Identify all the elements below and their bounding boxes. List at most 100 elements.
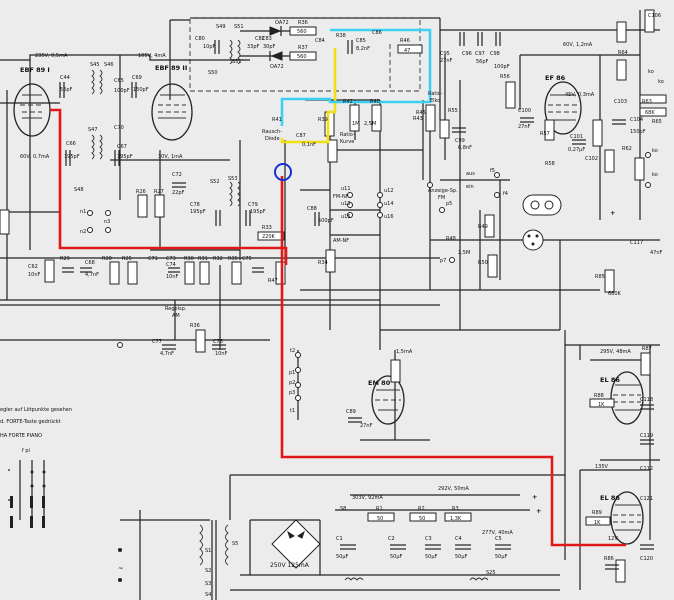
- label-c89: C89: [346, 409, 356, 415]
- tube-el86-1: [610, 371, 644, 425]
- label-c76v: 10nF: [215, 351, 228, 357]
- label-s1: S1: [205, 548, 211, 554]
- label-ratio2: Elko: [430, 98, 440, 104]
- label-r86: R86: [604, 556, 614, 562]
- label-c97: C97: [475, 51, 485, 57]
- label-r37v: 560: [297, 54, 307, 60]
- label-c44v: 56pF: [60, 87, 73, 93]
- label-ko3: ko: [648, 69, 654, 75]
- label-ac: ~: [118, 564, 123, 572]
- label-anz1: Anzeige-Sp.: [428, 188, 458, 194]
- label-c103: C103: [614, 99, 627, 105]
- label-s3: S3: [205, 581, 211, 587]
- label-r33: R33: [262, 225, 272, 231]
- label-ratio4: Kurve: [340, 139, 354, 145]
- inductors: [91, 39, 489, 581]
- label-c98b: 100pF: [494, 64, 510, 70]
- label-c99: C99: [455, 138, 465, 144]
- label-s46: S46: [104, 62, 114, 68]
- label-s4: S4: [205, 592, 211, 598]
- tube-label-v4: EM 80: [368, 379, 391, 387]
- label-r36v: 560: [297, 29, 307, 35]
- label-r3v: 1,3K: [450, 516, 462, 522]
- label-fm-nf: FM-NF: [333, 194, 349, 200]
- label-c96: C96: [462, 51, 472, 57]
- label-r40v: 2,5M: [364, 121, 376, 127]
- label-r38: R38: [336, 33, 346, 39]
- label-ko1: ko: [652, 148, 658, 154]
- tube-ebf89-1: [13, 83, 51, 137]
- tube-label-v5: EL 86: [600, 376, 620, 384]
- label-r46: R46: [400, 38, 410, 44]
- tube-label-v6: EL 86: [600, 494, 620, 502]
- label-r25: R25: [122, 256, 132, 262]
- label-c5: C5: [495, 536, 502, 542]
- label-r88v: 1K: [598, 402, 605, 408]
- label-c62v: 10nF: [28, 272, 41, 278]
- resistors: [0, 9, 655, 583]
- label-r48v: 2,5M: [458, 250, 470, 256]
- label-plus2: +: [536, 507, 541, 515]
- supply-v1: 235V, 9,5mA: [35, 53, 68, 59]
- label-c79: C79: [248, 202, 258, 208]
- tube-ebf89-2: [151, 83, 193, 141]
- label-c121: C121: [640, 496, 653, 502]
- label-r40: R40: [370, 99, 380, 105]
- label-c87: C87: [296, 133, 306, 139]
- label-c68v: 4,7nF: [85, 272, 99, 278]
- label-u12: u12: [384, 188, 394, 194]
- label-c78: C78: [190, 202, 200, 208]
- label-r49: R49: [478, 224, 488, 230]
- label-c78v: 195pF: [190, 209, 206, 215]
- label-r32: R32: [213, 256, 223, 262]
- tube-label-v2: EBF 89 II: [155, 64, 187, 72]
- label-c101: C101: [570, 134, 583, 140]
- label-c44: C44: [60, 75, 70, 81]
- label-u16: u16: [384, 214, 394, 220]
- label-c1: C1: [336, 536, 343, 542]
- supply-v3b: 45V, 0,3mA: [565, 92, 595, 98]
- label-c95: C95: [440, 51, 450, 57]
- diodes: [240, 26, 321, 569]
- supply-ps2: 292V, 50mA: [438, 486, 469, 492]
- supply-el2: 135V: [595, 464, 609, 470]
- label-c75: C75: [242, 256, 252, 262]
- label-ko4: ko: [658, 79, 664, 85]
- label-r50: R50: [478, 260, 488, 266]
- label-s5: S5: [232, 541, 238, 547]
- label-c100: C100: [518, 108, 531, 114]
- label-p5: p5: [446, 201, 452, 207]
- connector-sockets: [522, 194, 562, 251]
- supply-ps3: 277V, 40mA: [482, 530, 513, 536]
- supply-bridge: 250V 125mA: [270, 562, 310, 569]
- labels: EBF 89 I EBF 89 II EF 86 EM 80 EL 86 EL …: [0, 13, 664, 598]
- label-r89v: 1K: [594, 520, 601, 526]
- label-r87: R87: [642, 346, 652, 352]
- label-c106: C106: [648, 13, 661, 19]
- label-c85: C85: [356, 38, 366, 44]
- label-c74: C74: [166, 262, 176, 268]
- label-c82v: 33pF: [247, 44, 260, 50]
- label-ratio1: Ratio-: [428, 91, 443, 97]
- label-s51: S51: [234, 24, 244, 30]
- label-r29: R29: [60, 256, 70, 262]
- label-regel2: AM: [172, 313, 180, 319]
- label-s48: S48: [74, 187, 84, 193]
- label-t1: t1: [290, 408, 295, 414]
- label-r37: R37: [298, 45, 308, 51]
- label-r65: R65: [652, 119, 662, 125]
- label-s49: S49: [216, 24, 226, 30]
- label-r88: R88: [594, 393, 604, 399]
- label-u11: u11: [341, 186, 351, 192]
- label-p7: p7: [440, 258, 446, 264]
- label-c69: C69: [132, 75, 142, 81]
- label-n2: n2: [80, 229, 86, 235]
- label-r89: R89: [592, 510, 602, 516]
- label-c67v: 195pF: [117, 154, 133, 160]
- label-c4v: 50µF: [455, 554, 468, 560]
- tube-label-v1: EBF 89 I: [20, 66, 50, 74]
- label-r63v: 68K: [645, 110, 655, 116]
- highlight-red-path-2: [280, 176, 626, 547]
- label-n3: n3: [104, 219, 110, 225]
